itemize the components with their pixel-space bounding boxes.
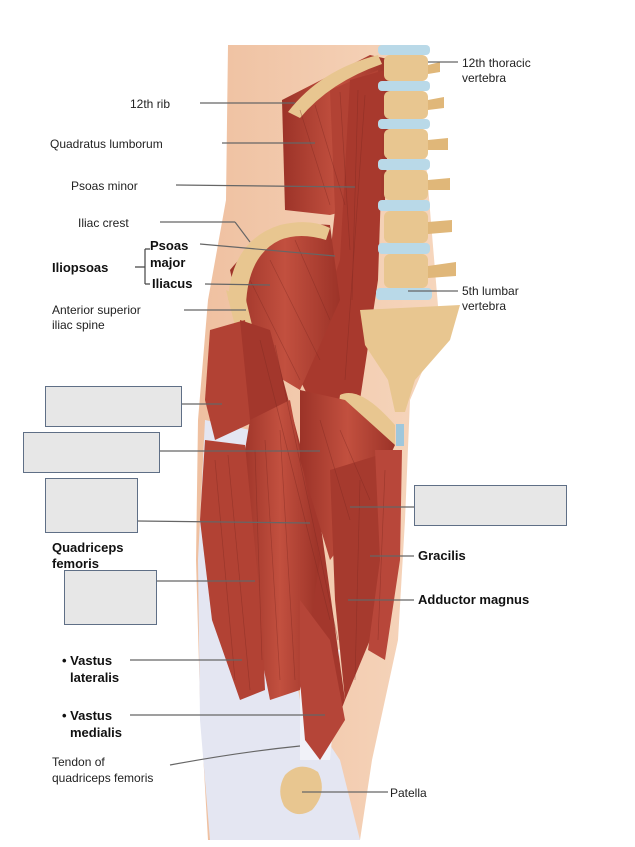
leader-iliacus xyxy=(204,283,271,286)
label-12th-rib: 12th rib xyxy=(130,97,171,111)
blank-answer-box-4[interactable] xyxy=(414,485,567,526)
label-vastus-lateralis-2: lateralis xyxy=(70,670,120,685)
gracilis-muscle xyxy=(368,450,402,660)
label-5th-lumbar-2: vertebra xyxy=(462,299,507,313)
leader-psoas-major xyxy=(199,243,336,257)
iliac-crest-bone xyxy=(228,222,330,305)
sacrum-bone xyxy=(360,305,460,412)
label-psoas-minor: Psoas minor xyxy=(71,179,138,193)
label-psoas-major-1: Psoas xyxy=(150,238,189,253)
label-vastus-medialis-1: • Vastus xyxy=(62,708,113,723)
blank-answer-box-1[interactable] xyxy=(45,386,182,427)
label-iliacus: Iliacus xyxy=(152,276,193,291)
iliopsoas-bracket xyxy=(135,248,150,285)
label-iliac-crest: Iliac crest xyxy=(78,216,129,230)
label-tendon-1: Tendon of xyxy=(52,755,105,769)
label-iliopsoas: Iliopsoas xyxy=(52,260,109,275)
label-patella: Patella xyxy=(390,786,427,800)
spine xyxy=(360,45,460,412)
label-asis-1: Anterior superior xyxy=(52,303,141,317)
pubis-bone xyxy=(338,393,395,445)
label-quadriceps-2: femoris xyxy=(52,556,99,571)
label-vastus-lateralis-1: • Vastus xyxy=(62,653,113,668)
leader-psoas-minor xyxy=(175,184,356,188)
blank-answer-box-2[interactable] xyxy=(23,432,160,473)
patella-bone xyxy=(280,766,322,815)
label-vastus-medialis-2: medialis xyxy=(70,725,123,740)
leader-tendon xyxy=(169,745,301,766)
blank-answer-box-5[interactable] xyxy=(64,570,157,625)
blank-answer-box-3[interactable] xyxy=(45,478,138,533)
label-asis-2: iliac spine xyxy=(52,318,105,332)
label-12th-thoracic-2: vertebra xyxy=(462,71,507,85)
leader-box3 xyxy=(137,520,311,524)
label-psoas-major-2: major xyxy=(150,255,186,270)
label-quadratus-lumborum: Quadratus lumborum xyxy=(50,137,163,151)
label-adductor-magnus: Adductor magnus xyxy=(418,592,530,607)
label-gracilis: Gracilis xyxy=(418,548,466,563)
vastus-medialis xyxy=(300,600,345,760)
label-tendon-2: quadriceps femoris xyxy=(52,771,154,785)
rib-12-bone xyxy=(288,55,382,118)
label-5th-lumbar-1: 5th lumbar xyxy=(462,284,519,298)
label-quadriceps-1: Quadriceps xyxy=(52,540,124,555)
label-12th-thoracic-1: 12th thoracic xyxy=(462,56,531,70)
vastus-lateralis xyxy=(200,440,265,700)
